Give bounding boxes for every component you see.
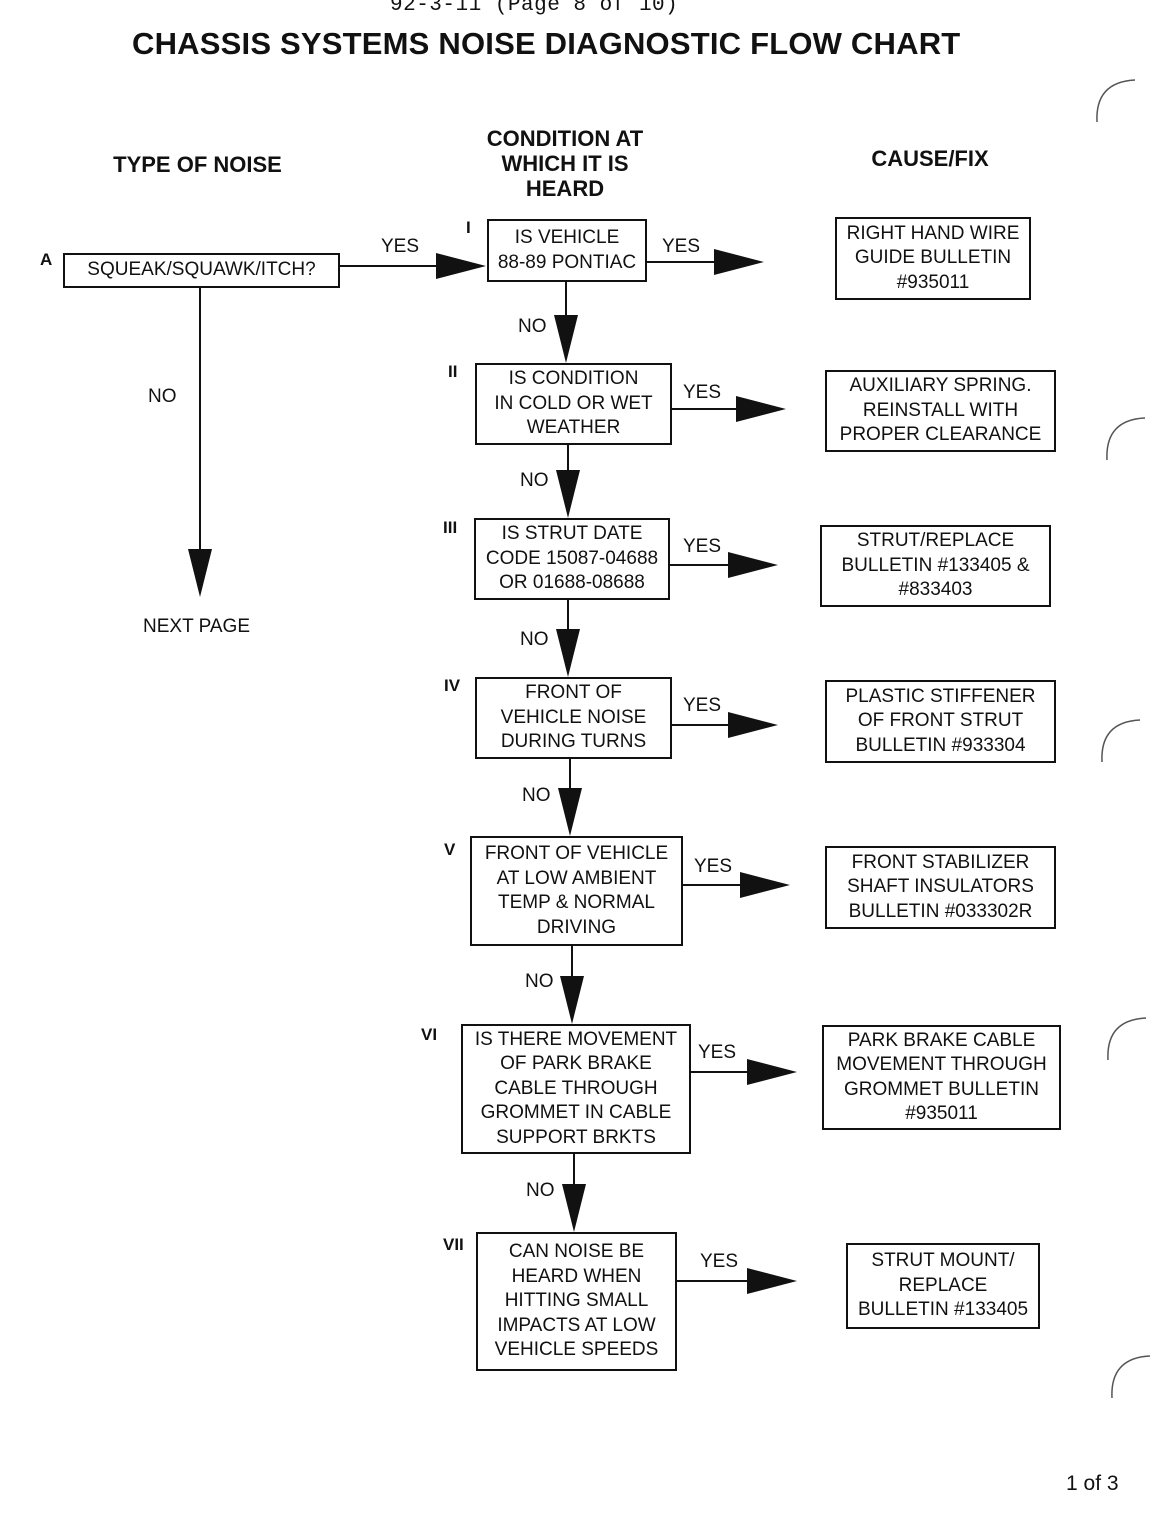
step-5-condition-box: FRONT OF VEHICLE AT LOW AMBIENT TEMP & N…	[470, 836, 683, 946]
step-1-yes-arrow-head	[714, 249, 764, 275]
binder-hole-mark	[1101, 719, 1141, 763]
step-1-cause-box: RIGHT HAND WIRE GUIDE BULLETIN #935011	[835, 217, 1031, 300]
step-5-numeral: V	[444, 840, 456, 859]
step-3-condition-box: IS STRUT DATE CODE 15087-04688 OR 01688-…	[474, 518, 670, 600]
step-1-no-label: NO	[518, 316, 547, 337]
step-6-condition-box: IS THERE MOVEMENT OF PARK BRAKE CABLE TH…	[461, 1024, 691, 1154]
start-no-label: NO	[148, 386, 177, 407]
step-2-no-arrow-head	[556, 470, 580, 518]
step-1-yes-label: YES	[662, 236, 701, 257]
step-6-cause-box: PARK BRAKE CABLE MOVEMENT THROUGH GROMME…	[822, 1025, 1061, 1130]
step-1-numeral: I	[466, 218, 471, 237]
step-7-condition-box: CAN NOISE BE HEARD WHEN HITTING SMALL IM…	[476, 1232, 677, 1371]
step-6-yes-arrow-head	[747, 1059, 797, 1085]
step-7-yes-arrow-head	[747, 1268, 797, 1294]
binder-hole-mark	[1107, 1017, 1147, 1061]
step-7-cause-box: STRUT MOUNT/ REPLACE BULLETIN #133405	[846, 1243, 1040, 1329]
step-1-no-arrow-head	[554, 315, 578, 363]
step-2-condition-box: IS CONDITION IN COLD OR WET WEATHER	[475, 363, 672, 445]
start-letter: A	[40, 250, 53, 269]
step-3-no-label: NO	[520, 629, 549, 650]
step-7-numeral: VII	[443, 1235, 464, 1254]
step-3-numeral: III	[443, 518, 458, 537]
step-2-cause-box: AUXILIARY SPRING. REINSTALL WITH PROPER …	[825, 370, 1056, 452]
step-5-yes-arrow-head	[740, 872, 790, 898]
step-3-yes-label: YES	[683, 536, 722, 557]
step-4-yes-label: YES	[683, 695, 722, 716]
start-yes-arrow-head	[436, 253, 486, 279]
step-7-yes-label: YES	[700, 1251, 739, 1272]
binder-hole-mark	[1096, 79, 1136, 123]
step-3-yes-arrow-head	[728, 552, 778, 578]
step-4-yes-arrow-head	[728, 712, 778, 738]
step-6-numeral: VI	[421, 1025, 438, 1044]
step-4-no-label: NO	[522, 785, 551, 806]
step-5-yes-label: YES	[694, 856, 733, 877]
step-2-yes-arrow-head	[736, 396, 786, 422]
binder-hole-mark	[1106, 417, 1146, 461]
column-heading-condition: CONDITION AT WHICH IT IS HEARD	[486, 126, 644, 201]
step-1-condition-box: IS VEHICLE 88-89 PONTIAC	[487, 219, 647, 282]
step-4-condition-box: FRONT OF VEHICLE NOISE DURING TURNS	[475, 677, 672, 759]
start-no-arrow-head	[188, 549, 212, 597]
start-noise-box: SQUEAK/SQUAWK/ITCH?	[63, 253, 340, 288]
page-title: CHASSIS SYSTEMS NOISE DIAGNOSTIC FLOW CH…	[132, 26, 961, 61]
page-number: 1 of 3	[1066, 1472, 1119, 1495]
step-4-no-arrow-head	[558, 788, 582, 836]
step-4-numeral: IV	[444, 676, 461, 695]
start-yes-label: YES	[381, 236, 420, 257]
step-6-no-label: NO	[526, 1180, 555, 1201]
step-5-cause-box: FRONT STABILIZER SHAFT INSULATORS BULLET…	[825, 846, 1056, 929]
binder-hole-mark	[1111, 1355, 1151, 1399]
step-2-yes-label: YES	[683, 382, 722, 403]
next-page-label: NEXT PAGE	[143, 616, 250, 637]
step-2-no-label: NO	[520, 470, 549, 491]
step-4-cause-box: PLASTIC STIFFENER OF FRONT STRUT BULLETI…	[825, 680, 1056, 763]
column-heading-cause-fix: CAUSE/FIX	[871, 146, 989, 171]
column-heading-type-of-noise: TYPE OF NOISE	[113, 152, 282, 177]
step-3-no-arrow-head	[556, 629, 580, 677]
step-3-cause-box: STRUT/REPLACE BULLETIN #133405 & #833403	[820, 525, 1051, 607]
step-2-numeral: II	[448, 362, 458, 381]
step-6-yes-label: YES	[698, 1042, 737, 1063]
page-reference: 92-3-11 (Page 8 of 10)	[390, 0, 679, 17]
step-5-no-label: NO	[525, 971, 554, 992]
step-5-no-arrow-head	[560, 976, 584, 1024]
step-6-no-arrow-head	[562, 1184, 586, 1232]
